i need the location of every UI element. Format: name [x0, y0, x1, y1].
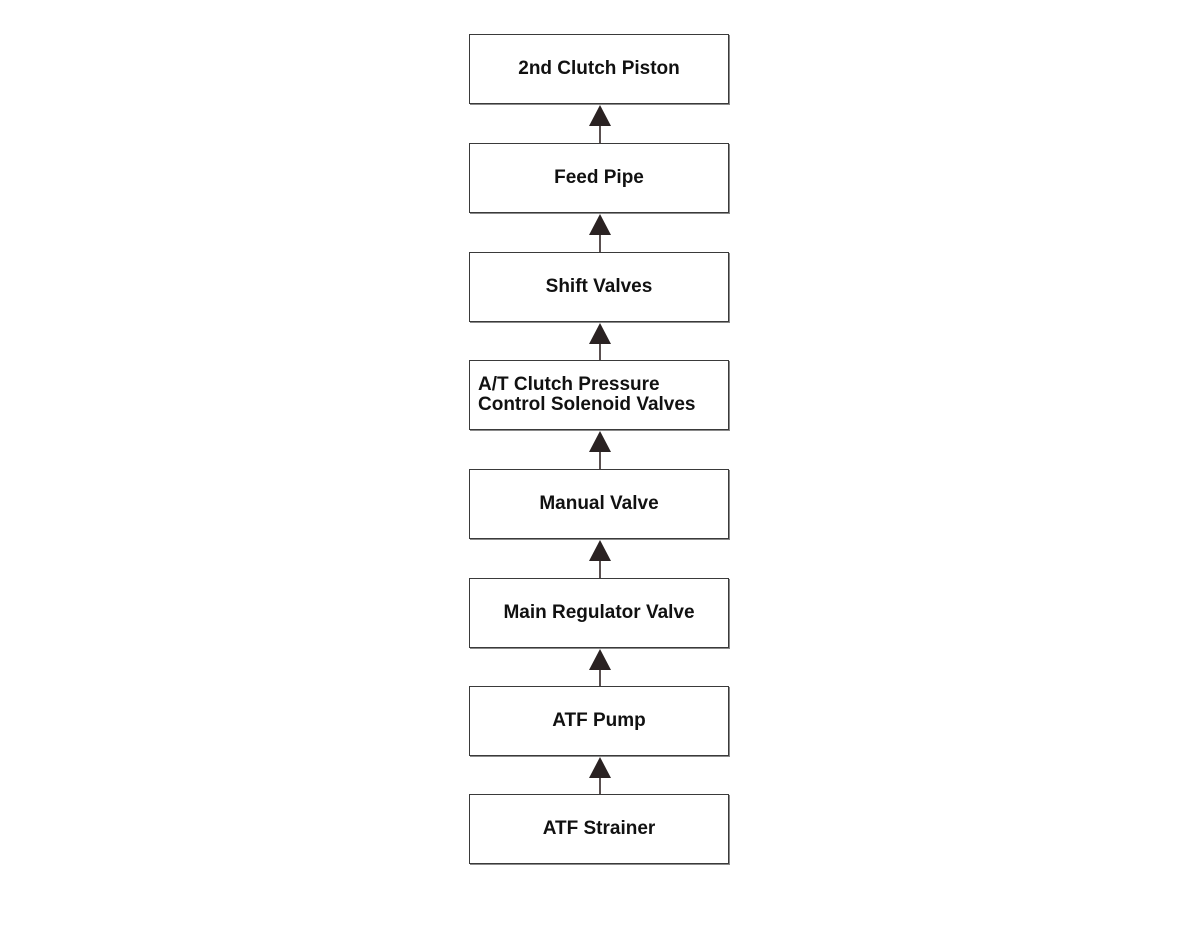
- arrow-main-regulator-to-manual-valve: [589, 540, 611, 578]
- node-label: Feed Pipe: [554, 167, 644, 188]
- arrow-solenoid-valves-to-shift-valves: [589, 323, 611, 360]
- node-at-clutch-pressure-control-solenoid-valves: A/T Clutch Pressure Control Solenoid Val…: [469, 360, 729, 430]
- arrow-atf-pump-to-main-regulator: [589, 649, 611, 686]
- arrow-head: [589, 105, 611, 126]
- arrow-head: [589, 649, 611, 670]
- node-main-regulator-valve: Main Regulator Valve: [469, 578, 729, 648]
- node-label: Shift Valves: [545, 276, 653, 297]
- node-shift-valves: Shift Valves: [469, 252, 729, 322]
- arrow-shift-valves-to-feed-pipe: [589, 214, 611, 252]
- node-label: Manual Valve: [539, 493, 659, 514]
- node-label: A/T Clutch Pressure Control Solenoid Val…: [478, 374, 696, 415]
- node-2nd-clutch-piston: 2nd Clutch Piston: [469, 34, 729, 104]
- arrow-head: [589, 540, 611, 561]
- arrow-head: [589, 431, 611, 452]
- arrow-atf-strainer-to-atf-pump: [589, 757, 611, 794]
- node-feed-pipe: Feed Pipe: [469, 143, 729, 213]
- arrow-head: [589, 323, 611, 344]
- arrow-feed-pipe-to-2nd-clutch-piston: [589, 105, 611, 143]
- arrow-head: [589, 214, 611, 235]
- node-label: ATF Strainer: [542, 818, 656, 839]
- node-label: Main Regulator Valve: [503, 602, 695, 623]
- node-label: ATF Pump: [552, 710, 646, 731]
- node-atf-pump: ATF Pump: [469, 686, 729, 756]
- arrow-manual-valve-to-solenoid-valves: [589, 431, 611, 469]
- node-label: 2nd Clutch Piston: [518, 58, 680, 79]
- node-manual-valve: Manual Valve: [469, 469, 729, 539]
- node-atf-strainer: ATF Strainer: [469, 794, 729, 864]
- arrow-head: [589, 757, 611, 778]
